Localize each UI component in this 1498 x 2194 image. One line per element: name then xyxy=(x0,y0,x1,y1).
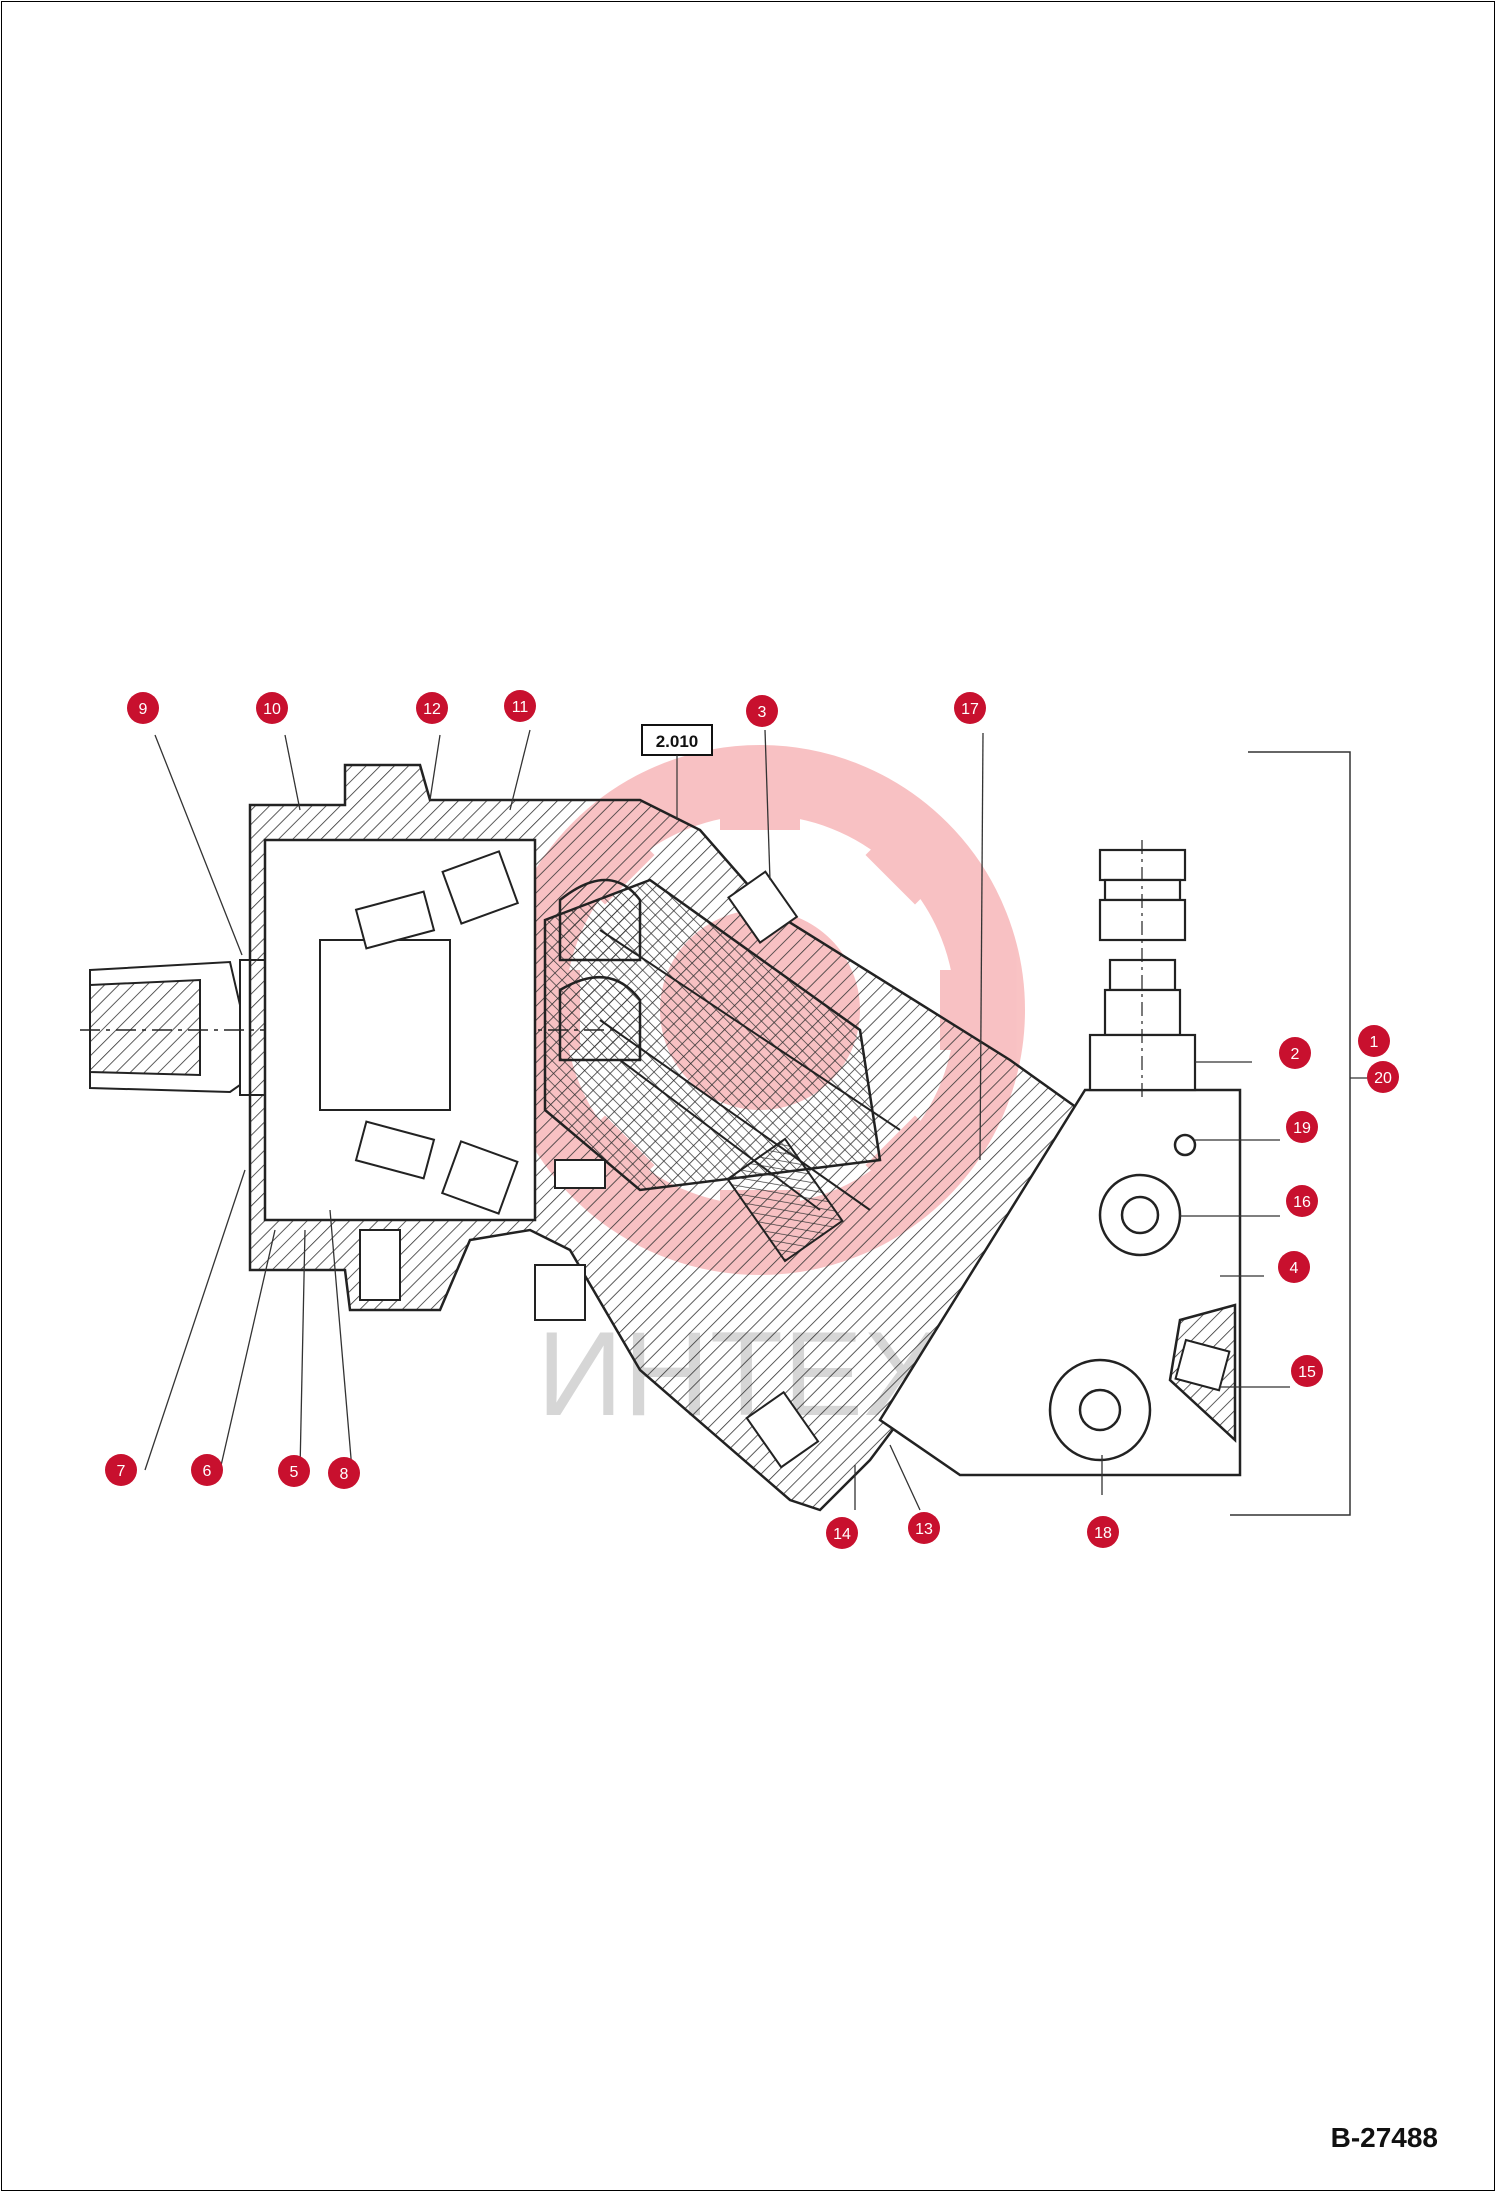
callout-3: 3 xyxy=(746,695,778,727)
callout-20: 20 xyxy=(1367,1061,1399,1093)
svg-text:3: 3 xyxy=(758,704,767,721)
callout-6: 6 xyxy=(191,1454,223,1486)
svg-text:2: 2 xyxy=(1291,1046,1300,1063)
housing-bolts xyxy=(359,870,1231,1469)
callout-16: 16 xyxy=(1286,1185,1318,1217)
svg-text:5: 5 xyxy=(290,1464,299,1481)
port-block xyxy=(878,1088,1242,1477)
svg-text:6: 6 xyxy=(203,1463,212,1480)
reference-box-label: 2.010 xyxy=(656,732,699,751)
callout-11: 11 xyxy=(504,690,536,722)
tapered-roller-bearings xyxy=(354,850,520,1215)
callout-9: 9 xyxy=(127,692,159,724)
assembly-bracket xyxy=(1230,751,1351,1516)
svg-text:12: 12 xyxy=(423,701,441,718)
svg-text:16: 16 xyxy=(1293,1194,1311,1211)
svg-text:8: 8 xyxy=(340,1466,349,1483)
callout-17: 17 xyxy=(954,692,986,724)
svg-text:9: 9 xyxy=(139,701,148,718)
svg-text:19: 19 xyxy=(1293,1120,1311,1137)
callout-10: 10 xyxy=(256,692,288,724)
callout-5: 5 xyxy=(278,1455,310,1487)
callout-4: 4 xyxy=(1278,1251,1310,1283)
svg-text:17: 17 xyxy=(961,701,979,718)
svg-text:11: 11 xyxy=(512,699,529,716)
callout-1: 1 xyxy=(1358,1025,1390,1057)
svg-text:18: 18 xyxy=(1094,1525,1112,1542)
callout-14: 14 xyxy=(826,1517,858,1549)
callout-19: 19 xyxy=(1286,1111,1318,1143)
callout-8: 8 xyxy=(328,1457,360,1489)
callout-15: 15 xyxy=(1291,1355,1323,1387)
svg-text:1: 1 xyxy=(1370,1034,1379,1051)
svg-text:14: 14 xyxy=(833,1526,851,1543)
svg-text:13: 13 xyxy=(915,1521,933,1538)
callout-badges: 9 10 12 11 3 17 2 1 20 19 16 4 15 7 6 5 … xyxy=(105,690,1399,1549)
reference-box: 2.010 xyxy=(641,724,713,820)
callout-13: 13 xyxy=(908,1512,940,1544)
svg-text:4: 4 xyxy=(1290,1260,1299,1277)
callout-18: 18 xyxy=(1087,1516,1119,1548)
relief-valve xyxy=(1088,840,1197,1100)
document-code: B-27488 xyxy=(1330,2122,1438,2153)
callout-7: 7 xyxy=(105,1454,137,1486)
leader-lines xyxy=(144,729,1378,1511)
svg-text:7: 7 xyxy=(117,1463,126,1480)
svg-text:20: 20 xyxy=(1374,1070,1392,1087)
svg-text:10: 10 xyxy=(263,701,281,718)
piston-assembly xyxy=(599,929,901,1263)
callout-12: 12 xyxy=(416,692,448,724)
callout-2: 2 xyxy=(1279,1037,1311,1069)
svg-text:15: 15 xyxy=(1298,1364,1316,1381)
